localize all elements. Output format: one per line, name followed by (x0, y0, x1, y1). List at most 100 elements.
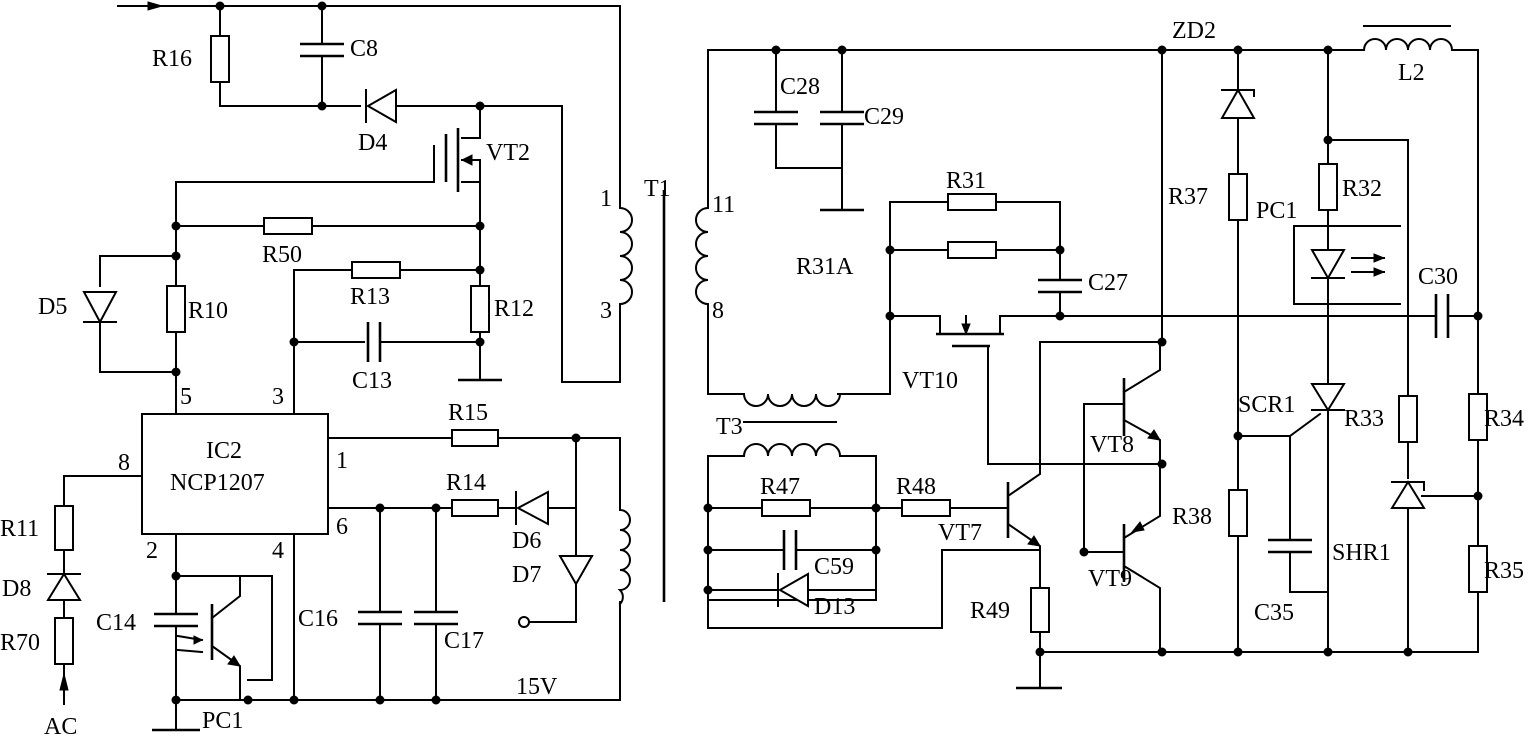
label-d4: D4 (358, 130, 387, 156)
d7-diode (518, 507, 594, 628)
t1-transformer (618, 190, 710, 602)
label-r13: R13 (350, 284, 390, 310)
label-vt8: VT8 (1090, 432, 1134, 458)
label-ac: AC (44, 714, 77, 739)
label-r12: R12 (494, 296, 534, 322)
label-t1-pin3: 3 (600, 298, 612, 324)
label-d5: D5 (38, 294, 67, 320)
d6-diode (515, 490, 549, 526)
d5-diode (82, 291, 118, 325)
label-t1-pin8: 8 (712, 298, 724, 324)
label-r50: R50 (262, 242, 302, 268)
r50-resistor (263, 217, 313, 235)
secondary-side (703, 25, 1488, 690)
r13-resistor (351, 261, 401, 279)
label-ncp1207: NCP1207 (170, 470, 265, 496)
r10-resistor (166, 285, 186, 333)
label-r37: R37 (1168, 184, 1208, 210)
c8-capacitor (300, 42, 344, 58)
label-pin6: 6 (336, 514, 348, 540)
r15-resistor (451, 429, 499, 447)
label-d13: D13 (814, 594, 855, 620)
label-vt7: VT7 (938, 520, 982, 546)
label-c14: C14 (96, 610, 136, 636)
zd2-zener (1220, 87, 1256, 119)
r31-resistor (947, 193, 997, 211)
label-r35: R35 (1484, 558, 1524, 584)
label-r32: R32 (1342, 176, 1382, 202)
r48-resistor (901, 499, 951, 517)
label-d7: D7 (512, 562, 541, 588)
label-zd2: ZD2 (1172, 18, 1216, 44)
label-t3: T3 (716, 414, 743, 440)
label-c28: C28 (780, 74, 820, 100)
label-r14: R14 (446, 470, 486, 496)
label-r38: R38 (1172, 504, 1212, 530)
label-r48: R48 (896, 474, 936, 500)
r37-resistor (1228, 173, 1248, 221)
label-c8: C8 (350, 36, 378, 62)
label-pin3: 3 (272, 384, 284, 410)
label-r11: R11 (0, 516, 39, 542)
label-c29: C29 (864, 104, 904, 130)
label-vt10: VT10 (902, 368, 958, 394)
r31a-resistor (947, 241, 997, 259)
label-c16: C16 (298, 606, 338, 632)
label-c35: C35 (1254, 600, 1294, 626)
component-labels: R16 C8 D4 VT2 R50 D5 R10 R13 R12 C13 5 3… (0, 18, 1524, 739)
label-pc1-left: PC1 (202, 708, 243, 734)
r12-resistor (470, 285, 490, 333)
label-d6: D6 (512, 528, 541, 554)
label-r15: R15 (448, 400, 488, 426)
label-pin2: 2 (146, 538, 158, 564)
label-pin4: 4 (272, 538, 284, 564)
r33-resistor (1398, 395, 1418, 443)
r32-resistor (1318, 163, 1338, 211)
r38-resistor (1228, 489, 1248, 537)
label-ic2: IC2 (206, 438, 242, 464)
label-c30: C30 (1418, 264, 1458, 290)
label-pin8: 8 (118, 450, 130, 476)
r14-resistor (451, 499, 499, 517)
label-pc1-right: PC1 (1256, 198, 1297, 224)
pc1-phototransistor-left (176, 575, 241, 701)
label-scr1: SCR1 (1238, 392, 1295, 418)
r47-resistor (761, 499, 811, 517)
r11-resistor (54, 505, 74, 551)
label-vt2: VT2 (486, 140, 530, 166)
r49-resistor (1030, 587, 1050, 633)
label-d8: D8 (2, 576, 31, 602)
label-r34: R34 (1484, 406, 1524, 432)
vt9-transistor (1083, 463, 1161, 653)
label-shr1: SHR1 (1332, 540, 1391, 566)
d13-diode (777, 572, 809, 608)
label-pin1: 1 (336, 448, 348, 474)
vt2-mosfet (175, 105, 481, 227)
label-t1-pin11: 11 (712, 192, 735, 218)
label-r10: R10 (188, 298, 228, 324)
ic2-ncp1207 (141, 413, 329, 535)
vt10-mosfet (837, 315, 1437, 465)
pc1-led-right (1293, 225, 1401, 305)
d8-diode (46, 572, 82, 601)
label-r16: R16 (152, 46, 192, 72)
scr1-thyristor (1237, 383, 1346, 593)
d4-diode (365, 88, 397, 124)
label-vt9: VT9 (1088, 566, 1132, 592)
label-t1-pin1: 1 (600, 186, 612, 212)
r16-resistor (210, 35, 230, 83)
label-r31: R31 (946, 168, 986, 194)
label-l2: L2 (1398, 60, 1425, 86)
vt8-transistor (1083, 341, 1161, 553)
label-r33: R33 (1344, 406, 1384, 432)
shr1-shunt-regulator (1390, 480, 1479, 509)
label-c27: C27 (1088, 270, 1128, 296)
r70-resistor (54, 617, 74, 665)
label-r70: R70 (0, 630, 40, 656)
primary-side (46, 1, 631, 732)
label-c17: C17 (444, 628, 484, 654)
vt7-transistor (707, 341, 1163, 629)
label-r47: R47 (760, 474, 800, 500)
label-c13: C13 (352, 368, 392, 394)
